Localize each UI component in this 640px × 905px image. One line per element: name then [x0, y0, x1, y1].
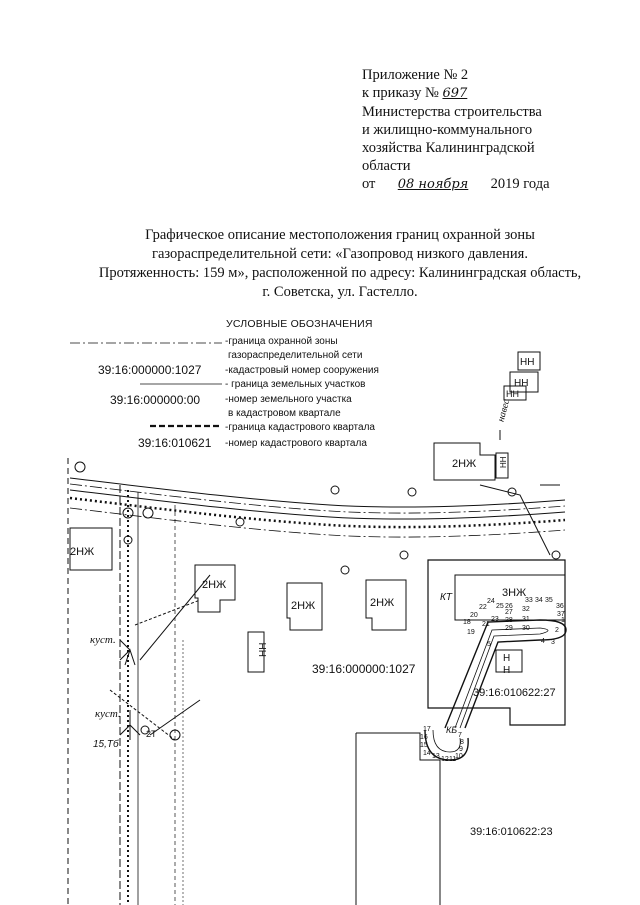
label-nh1: НН — [258, 643, 269, 657]
legend-quarter-code: 39:16:010621 — [138, 436, 212, 450]
label-kust-2: куст. — [95, 708, 121, 720]
svg-text:11: 11 — [449, 756, 456, 763]
ministry-line-2: и жилищно-коммунального — [362, 122, 533, 138]
svg-text:36: 36 — [556, 603, 564, 610]
svg-text:30: 30 — [522, 625, 530, 632]
legend-structure-code: 39:16:000000:1027 — [98, 363, 202, 377]
label-nh4: НН — [506, 389, 519, 399]
order-line: к приказу № 697 — [362, 85, 468, 101]
boundary-points: 1 2 3 4 5 7 8 9 10 11 12 13 14 15 16 17 … — [420, 597, 565, 763]
label-nh2: НН — [520, 357, 534, 368]
building-b3 — [286, 582, 323, 631]
svg-text:19: 19 — [467, 629, 475, 636]
label-b3: 2НЖ — [291, 600, 315, 612]
label-2t: 2Т — [146, 729, 157, 739]
building-b2 — [194, 564, 236, 613]
building-b6 — [454, 574, 566, 621]
building-b4 — [365, 579, 407, 631]
svg-text:2: 2 — [555, 627, 559, 634]
label-nh3: НН — [514, 378, 528, 389]
svg-text:35: 35 — [545, 597, 553, 604]
svg-text:32: 32 — [522, 606, 530, 613]
label-plot-27: 39:16:010622:27 — [473, 687, 556, 699]
svg-text:10: 10 — [455, 753, 463, 760]
label-b2: 2НЖ — [202, 579, 226, 591]
label-naves: навес — [496, 398, 513, 424]
svg-text:37: 37 — [557, 611, 565, 618]
svg-text:16: 16 — [420, 734, 428, 741]
label-kb: КБ — [446, 725, 457, 735]
svg-text:17: 17 — [423, 726, 431, 733]
label-nh6: Н — [503, 665, 510, 676]
label-quarter-23: 39:16:010622:23 — [470, 826, 553, 838]
label-b4: 2НЖ — [370, 597, 394, 609]
ministry-line-4: области — [362, 158, 411, 174]
date-handwritten: 08 ноября — [397, 177, 469, 192]
svg-text:33: 33 — [525, 597, 533, 604]
svg-text:1: 1 — [561, 617, 565, 624]
svg-text:34: 34 — [535, 597, 543, 604]
svg-text:28: 28 — [505, 617, 513, 624]
label-nh5: Н — [503, 653, 510, 664]
svg-text:9: 9 — [459, 746, 463, 753]
gas-pipeline-line — [69, 496, 566, 529]
svg-text:23: 23 — [491, 616, 499, 623]
svg-text:24: 24 — [487, 598, 495, 605]
map-legend: УСЛОВНЫЕ ОБОЗНАЧЕНИЯ -граница охранной з… — [98, 318, 379, 450]
legend-title: УСЛОВНЫЕ ОБОЗНАЧЕНИЯ — [226, 318, 373, 330]
label-nh7: НН — [499, 456, 508, 468]
ministry-line-3: хозяйства Калининградской — [362, 140, 535, 156]
label-b6: 3НЖ — [502, 587, 526, 599]
svg-text:12: 12 — [441, 756, 449, 763]
order-number: 697 — [442, 86, 468, 101]
approval-header: Приложение № 2 к приказу № 697 Министерс… — [362, 66, 550, 194]
svg-text:7: 7 — [458, 732, 462, 739]
svg-text:29: 29 — [505, 625, 513, 632]
label-structure-cad: 39:16:000000:1027 — [312, 662, 416, 676]
svg-text:20: 20 — [470, 612, 478, 619]
label-kt: КТ — [440, 592, 453, 603]
legend-plot-code: 39:16:000000:00 — [110, 393, 201, 407]
date-line: от 08 ноября 2019 года — [362, 176, 550, 192]
svg-text:21: 21 — [482, 621, 490, 628]
svg-text:25: 25 — [496, 603, 504, 610]
svg-text:22: 22 — [479, 604, 487, 611]
svg-text:5: 5 — [487, 641, 491, 648]
svg-text:15: 15 — [420, 742, 428, 749]
svg-text:27: 27 — [505, 609, 513, 616]
svg-text:31: 31 — [522, 616, 530, 623]
label-kust-1: куст. — [90, 634, 116, 646]
building-nh1 — [247, 631, 265, 673]
building-b5 — [433, 442, 496, 481]
document-title: Графическое описание местоположения гран… — [98, 227, 582, 300]
svg-text:8: 8 — [460, 739, 464, 746]
label-b5: 2НЖ — [452, 458, 476, 470]
svg-text:4: 4 — [541, 638, 545, 645]
label-b1: 2НЖ — [70, 546, 94, 558]
ministry-line-1: Министерства строительства — [362, 104, 542, 120]
svg-text:13: 13 — [432, 753, 440, 760]
building-b1 — [69, 527, 113, 571]
appendix-line: Приложение № 2 — [362, 67, 469, 83]
svg-text:3: 3 — [551, 639, 555, 646]
svg-text:14: 14 — [423, 750, 431, 757]
svg-text:18: 18 — [463, 619, 471, 626]
label-corner-num: 15,Тб — [93, 738, 119, 750]
svg-text:26: 26 — [505, 603, 513, 610]
